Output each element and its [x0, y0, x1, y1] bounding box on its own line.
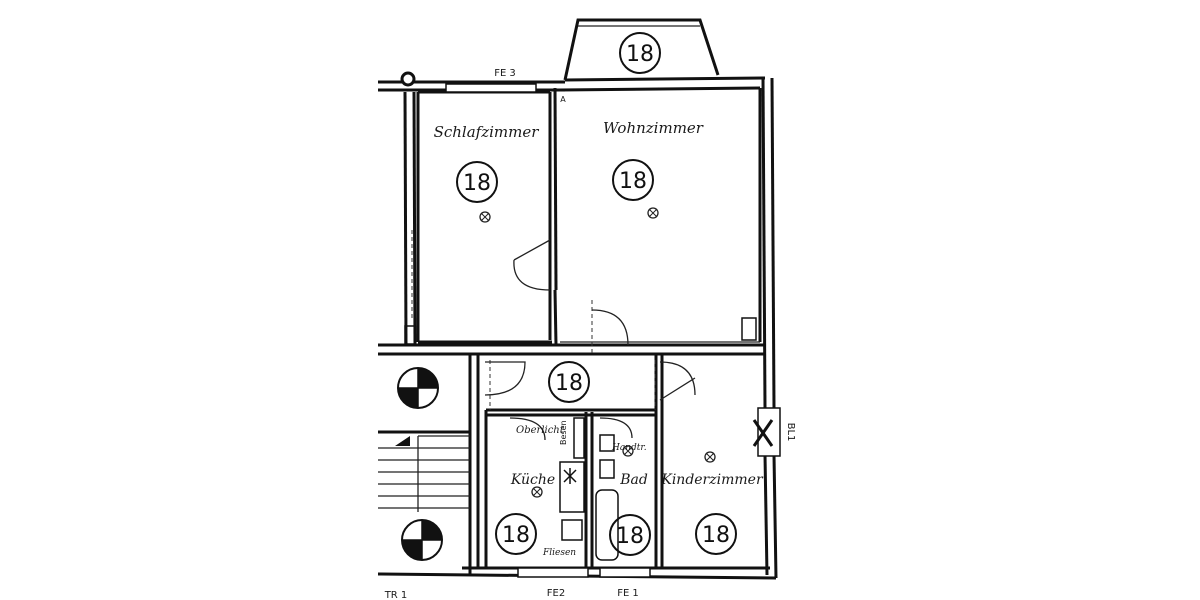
annotation-handtr: Handtr. — [611, 443, 647, 453]
light-kueche — [531, 486, 543, 498]
door-kinderzimmer — [659, 361, 696, 401]
code-bl1: BL1 — [785, 423, 796, 442]
balcony-door-bl1 — [757, 407, 781, 457]
annotation-fliesen: Fliesen — [542, 548, 576, 558]
area-markers: 18 18 18 18 18 18 — [456, 159, 737, 556]
kitchen-sink — [561, 519, 583, 541]
windows — [445, 83, 781, 578]
window-fe2 — [517, 567, 589, 578]
bl1-marker — [752, 419, 774, 447]
area-marker-wohnzimmer — [612, 159, 654, 201]
ceiling-lights — [479, 207, 716, 498]
area-marker-balcony — [619, 32, 661, 74]
area-number-kinderzimmer: 18 — [702, 523, 730, 548]
area-number-kueche: 18 — [502, 523, 530, 548]
area-marker-bad — [609, 514, 651, 556]
code-fe3: FE 3 — [494, 68, 516, 79]
doors — [484, 239, 696, 441]
shaft-symbol-lower — [401, 519, 443, 561]
annotation-besen: Besen — [559, 420, 568, 445]
room-label-schlafzimmer: Schlafzimmer — [434, 123, 540, 141]
code-fe2: FE2 — [547, 588, 565, 599]
door-schlafzimmer — [513, 239, 551, 291]
window-fe3 — [445, 83, 537, 93]
fixtures — [404, 317, 774, 561]
light-schlafzimmer — [479, 211, 491, 223]
area-number-balcony: 18 — [626, 42, 654, 67]
bathtub — [595, 489, 619, 561]
annotation-oberlicht: Oberlicht — [516, 425, 565, 436]
room-label-kinderzimmer: Kinderzimmer — [660, 472, 764, 488]
door-bad — [599, 417, 633, 439]
door-entrance — [484, 361, 526, 396]
code-fe1: FE 1 — [617, 588, 639, 599]
door-wohnzimmer — [591, 309, 629, 346]
light-bad — [622, 445, 634, 457]
bathroom-sink — [599, 434, 615, 452]
room-label-kueche: Küche — [510, 472, 555, 488]
room-label-wohnzimmer: Wohnzimmer — [603, 119, 704, 137]
area-number-wohnzimmer: 18 — [619, 169, 647, 194]
area-marker-kueche — [495, 513, 537, 555]
room-label-bad: Bad — [619, 472, 648, 488]
light-wohnzimmer — [647, 207, 659, 219]
outer-walls — [377, 76, 778, 580]
area-marker-schlafzimmer — [456, 161, 498, 203]
area-number-schlafzimmer: 18 — [463, 171, 491, 196]
staircase — [378, 430, 470, 512]
broom-cupboard — [573, 417, 585, 459]
code-tr1: TR 1 — [384, 590, 408, 600]
pipe-symbol — [400, 71, 416, 87]
code-a: A — [560, 95, 566, 104]
area-number-flur: 18 — [555, 371, 583, 396]
area-marker-flur — [548, 361, 590, 403]
shaft-symbols — [397, 71, 443, 561]
stove-symbol — [563, 468, 577, 484]
shaft-symbol-upper — [397, 367, 439, 409]
toilet — [599, 459, 615, 479]
balcony: 18 — [563, 18, 720, 81]
kitchen-counter — [559, 461, 585, 513]
window-fe1 — [599, 567, 651, 578]
dashed-lines — [411, 230, 656, 410]
area-number-bad: 18 — [616, 524, 644, 549]
light-kinderzimmer — [704, 451, 716, 463]
area-marker-kinderzimmer — [695, 513, 737, 555]
door-kueche — [509, 417, 546, 441]
